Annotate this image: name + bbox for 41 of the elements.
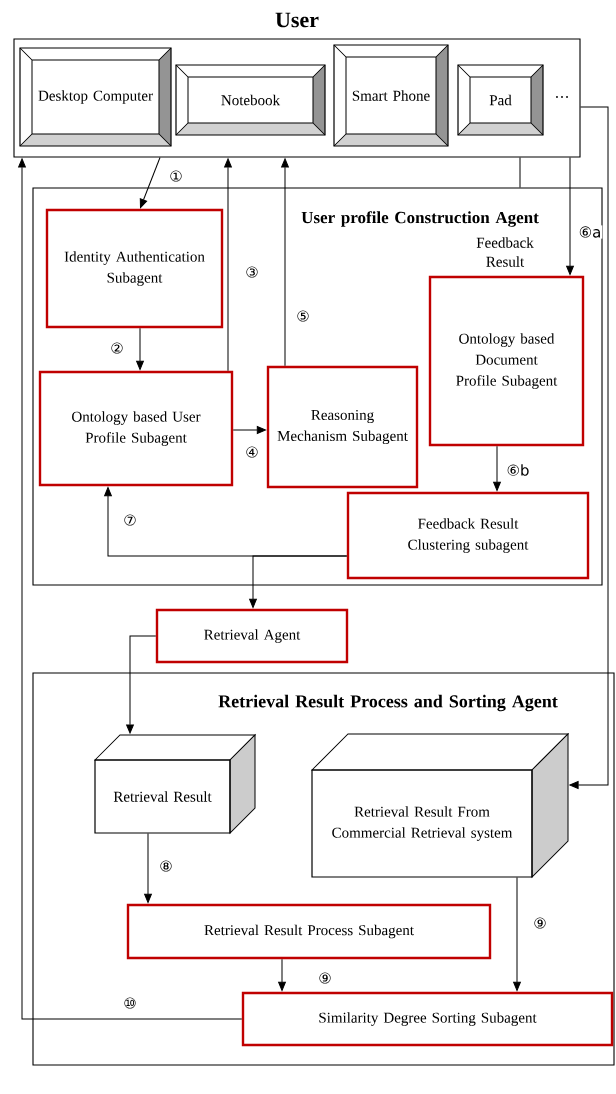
edge-label: ⑤ (295, 309, 311, 323)
edge-label: ⑧ (158, 859, 174, 873)
arrow (232, 426, 266, 434)
arrow (278, 958, 286, 991)
arrow (144, 833, 152, 903)
subagent-box: Retrieval Agent (155, 608, 349, 664)
subagent-box: Retrieval Result Process Subagent (126, 903, 492, 960)
arrow (224, 158, 232, 372)
arrow (566, 157, 574, 275)
edge-label: ⑦ (122, 513, 138, 527)
arrow (139, 157, 161, 209)
edge-label: ⑨ (532, 916, 548, 930)
arrow (281, 158, 289, 367)
edge-label: ⑨ (317, 971, 333, 985)
subagent-box: Feedback Result Clustering subagent (346, 491, 590, 580)
edge-label: ⑥b (505, 463, 531, 477)
edge-label: ④ (244, 445, 260, 459)
subagent-box: Reasoning Mechanism Subagent (266, 365, 419, 489)
subagent-box: Ontology based Document Profile Subagent (428, 275, 585, 447)
edge-label: ② (109, 341, 125, 355)
arrow (569, 106, 609, 789)
edge-label: ① (168, 169, 184, 183)
result-cube: Retrieval Result From Commercial Retrieval system (311, 733, 569, 878)
arrow (249, 555, 348, 608)
subagent-box: Similarity Degree Sorting Subagent (241, 991, 614, 1047)
device-box: Pad (457, 64, 544, 136)
edge-label: ⑥a (577, 225, 603, 239)
device-box: Smart Phone (333, 44, 449, 147)
arrow (136, 327, 144, 370)
device-box: Desktop Computer (19, 47, 172, 147)
edge-label: ③ (244, 265, 260, 279)
arrow (126, 635, 157, 734)
arrow (18, 158, 243, 1020)
device-box: Notebook (175, 64, 326, 136)
edge-label: ⑩ (122, 996, 138, 1010)
subagent-box: Identity Authentication Subagent (45, 208, 224, 329)
arrow (493, 445, 501, 491)
result-cube: Retrieval Result (94, 734, 256, 834)
subagent-box: Ontology based User Profile Subagent (38, 370, 234, 487)
arrow (513, 877, 521, 991)
node-label: User (275, 12, 319, 28)
